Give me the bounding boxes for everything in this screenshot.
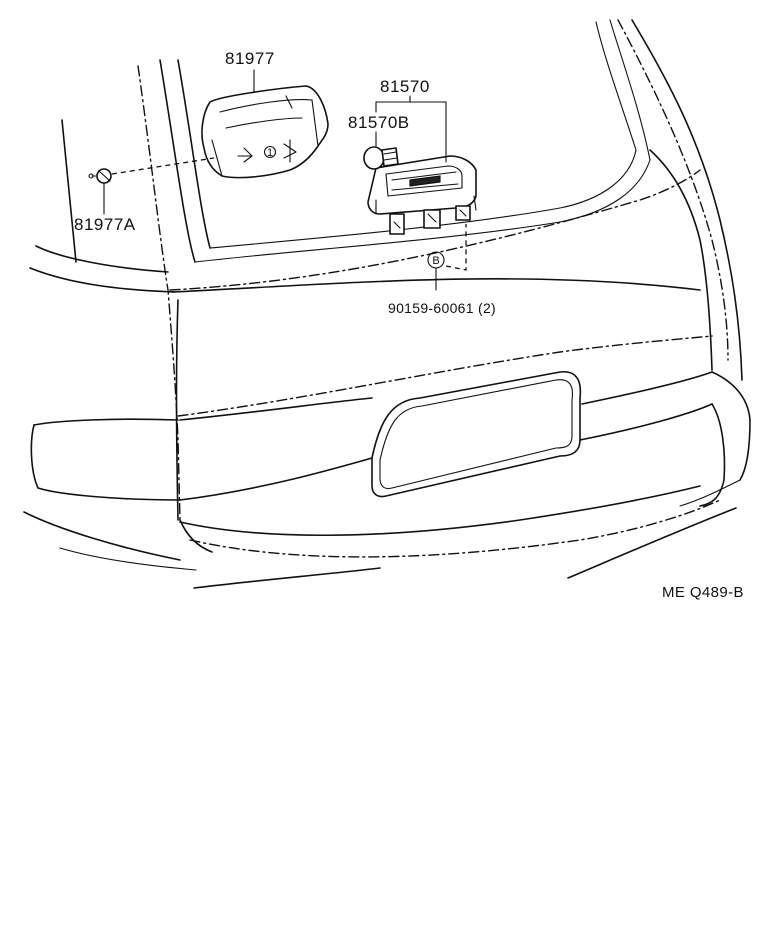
svg-text:1: 1	[267, 147, 273, 159]
label-part-bolt: 90159-60061 (2)	[388, 300, 496, 316]
label-part-81977A: 81977A	[74, 215, 136, 234]
cover-markings: 1	[237, 139, 297, 163]
label-ref-code: ME Q489-B	[662, 584, 744, 601]
label-part-81570B: 81570B	[348, 113, 410, 132]
label-marker-b: B	[432, 255, 439, 267]
bolt-90159	[427, 224, 467, 291]
lamp-cover-81977: 1	[201, 85, 329, 179]
vehicle-body	[23, 19, 751, 589]
leader-lines	[253, 69, 447, 163]
bulb-81570B	[363, 146, 399, 170]
stop-lamp-81570	[367, 155, 477, 235]
label-part-81977: 81977	[225, 49, 275, 68]
label-part-81570: 81570	[380, 77, 430, 96]
clip-81977A	[88, 157, 215, 215]
